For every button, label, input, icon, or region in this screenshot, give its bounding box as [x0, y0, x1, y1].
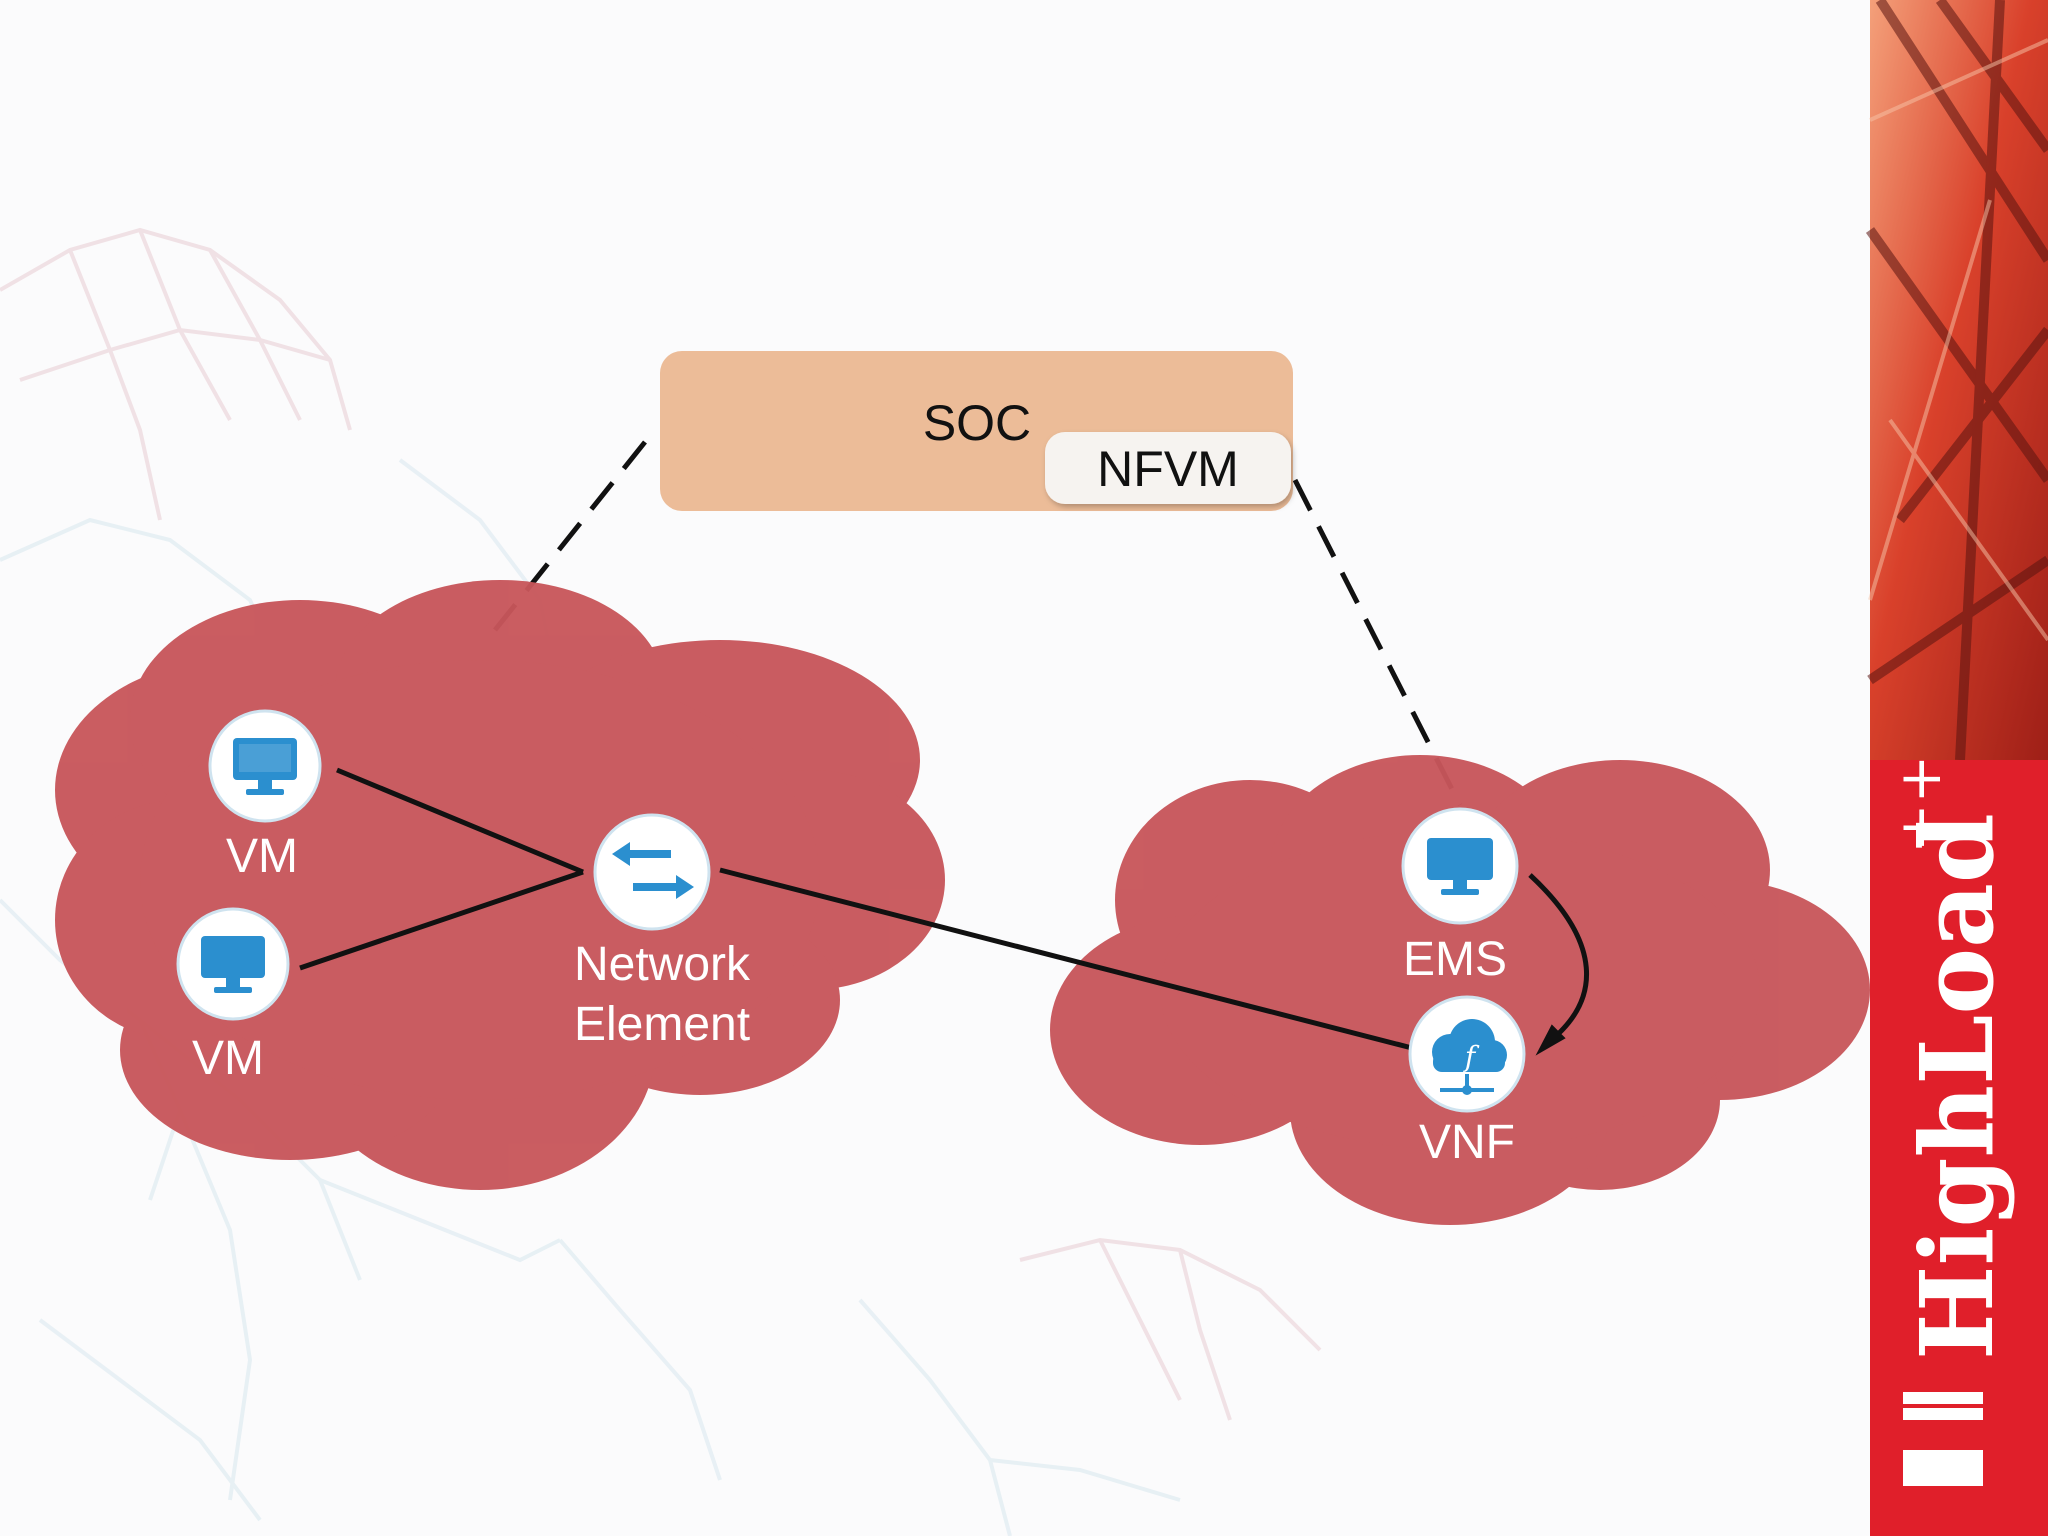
brand-strip: HighLoad ++ — [1865, 0, 2048, 1536]
nfvm-to-ems-link — [1292, 478, 1463, 807]
vnf-node: f — [1408, 995, 1526, 1113]
right-cloud — [1050, 755, 1870, 1225]
brand-superscript: ++ — [1886, 755, 1954, 852]
network-element-to-vnf-link — [719, 867, 1413, 1051]
brand-name: HighLoad — [1898, 813, 2016, 1360]
vm-bottom-node — [176, 907, 290, 1021]
arrowhead-icon — [1535, 1024, 1566, 1056]
switch-arrows-icon — [612, 842, 694, 899]
ems-node — [1401, 807, 1519, 925]
vm-bottom-to-network-element-link — [299, 869, 584, 971]
ems-label: EMS — [1403, 933, 1507, 986]
solid-links — [299, 767, 1589, 1056]
monitor-icon — [233, 738, 297, 795]
soc-to-left-cloud-link — [493, 440, 647, 632]
network-element-node — [593, 813, 711, 931]
vm-top-label: VM — [226, 830, 298, 883]
vm-top-node — [208, 709, 322, 823]
dashed-connectors — [493, 440, 1463, 807]
monitor-icon — [1427, 838, 1493, 895]
brand-logo-mark — [1903, 1392, 1983, 1486]
soc-label: SOC — [923, 395, 1031, 451]
nfvm-label: NFVM — [1097, 441, 1239, 497]
left-cloud — [55, 580, 945, 1190]
monitor-icon — [201, 936, 265, 993]
ems-to-vnf-arrow — [1528, 873, 1589, 1047]
network-element-label-line2: Element — [574, 998, 750, 1051]
vm-top-to-network-element-link — [336, 767, 584, 875]
vnf-label: VNF — [1419, 1116, 1515, 1169]
nfvm-box: NFVM — [1045, 432, 1291, 504]
vm-bottom-label: VM — [192, 1032, 264, 1085]
network-element-label-line1: Network — [574, 938, 751, 991]
cloud-function-icon: f — [1432, 1019, 1507, 1095]
